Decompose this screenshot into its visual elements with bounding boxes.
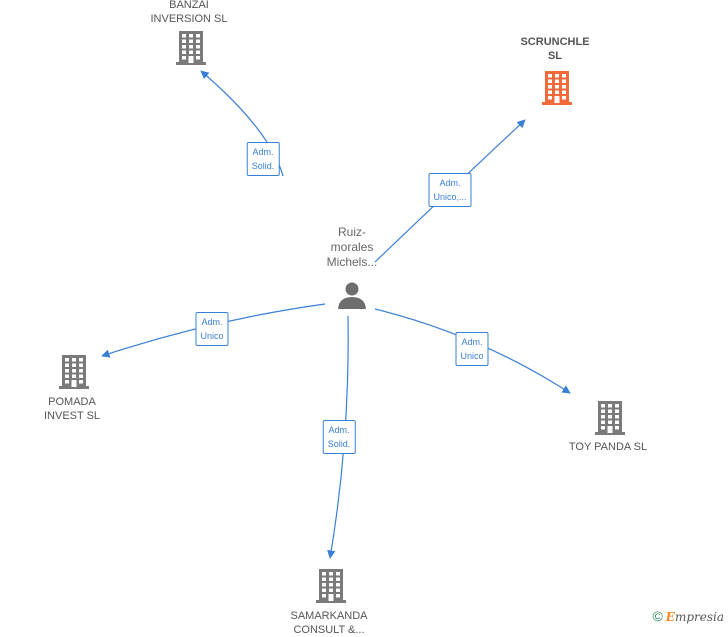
edge-label-pomada[interactable]: Adm.Unico (195, 312, 229, 346)
copyright-symbol: © (652, 608, 663, 624)
edge-label-samarkanda[interactable]: Adm.Solid. (322, 420, 356, 454)
edge-label-toypanda[interactable]: Adm.Unico (455, 332, 489, 366)
person-icon[interactable] (338, 282, 366, 310)
building-icon-pomada[interactable] (59, 355, 89, 389)
logo-initial: E (665, 610, 675, 624)
edge-label-banzai[interactable]: Adm.Solid. (246, 142, 280, 176)
building-icon-scrunchle[interactable] (542, 71, 572, 105)
building-icon-banzai[interactable] (176, 31, 206, 65)
building-icon-samarkanda[interactable] (316, 569, 346, 603)
edge-label-scrunchle[interactable]: Adm.Unico,... (428, 173, 472, 207)
edge-banzai (200, 70, 284, 177)
empresia-logo: ©Empresia (652, 608, 724, 624)
logo-text: mpresia (674, 610, 724, 624)
node-label-toypanda: TOY PANDA SL (568, 441, 648, 453)
building-icon-toypanda[interactable] (595, 401, 625, 435)
